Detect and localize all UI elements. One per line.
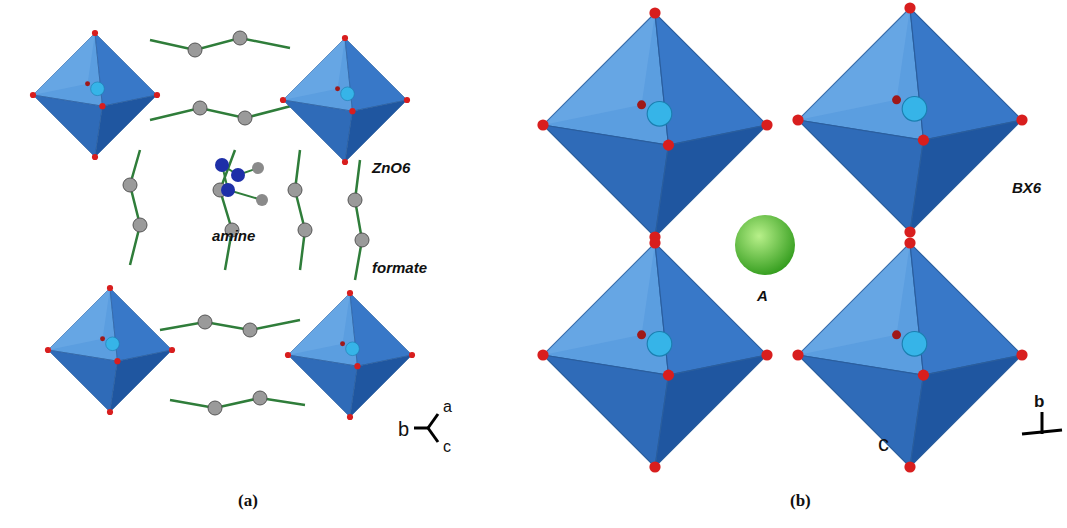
unit-label: ZnO6 xyxy=(372,160,410,177)
axis-label: c xyxy=(878,432,889,456)
axis-label: c xyxy=(443,438,451,456)
axis-label: a xyxy=(443,398,452,416)
unit-label: BX6 xyxy=(1012,180,1041,197)
panel-label: (a) xyxy=(238,492,258,511)
linker-label: formate xyxy=(372,260,427,277)
axis-label: b xyxy=(398,418,409,440)
panel-label: (b) xyxy=(790,492,811,511)
guest-label: amine xyxy=(212,228,255,245)
axis-label: b xyxy=(1034,393,1044,412)
site-label: A xyxy=(757,288,768,305)
